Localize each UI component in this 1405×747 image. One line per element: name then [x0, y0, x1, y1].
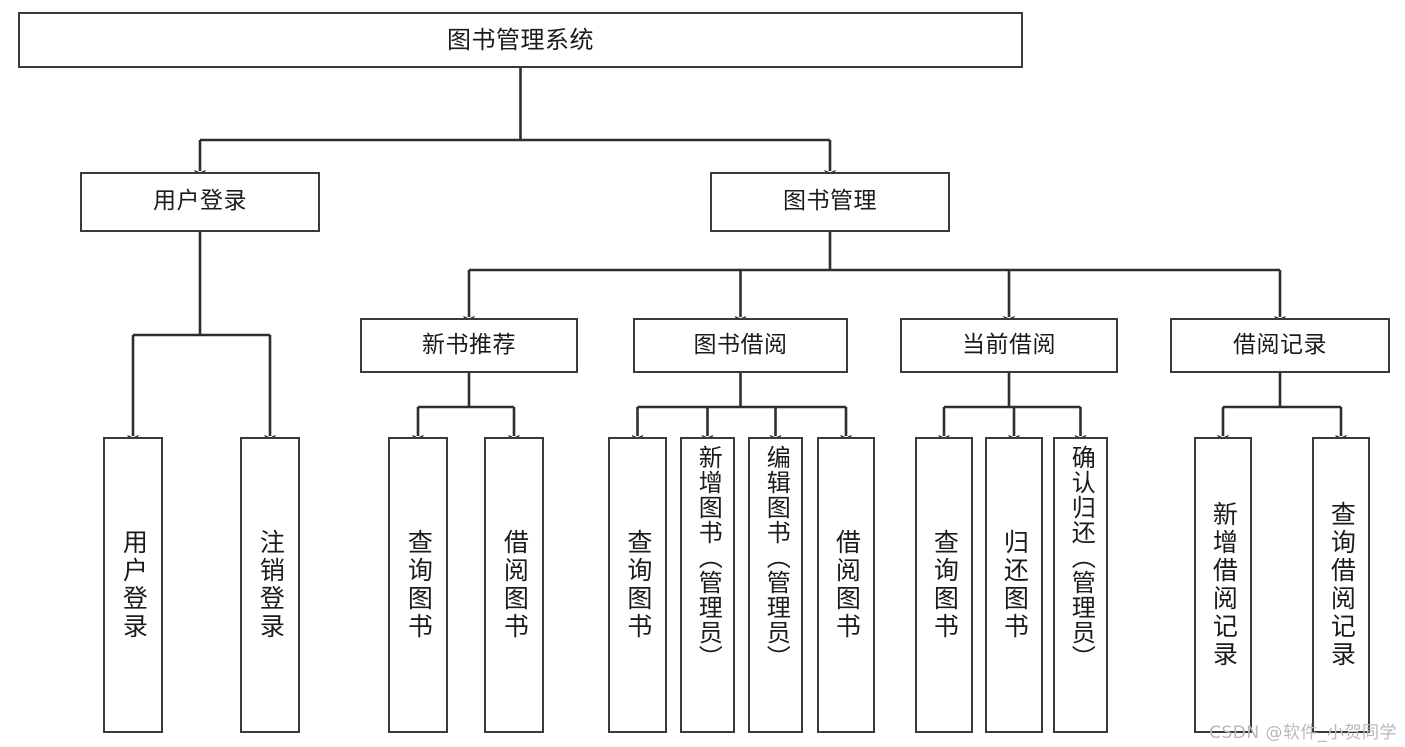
leaf-add-borrow-record[interactable]: 新增借阅记录: [1194, 437, 1252, 733]
node-book-borrow[interactable]: 图书借阅: [633, 318, 848, 373]
leaf-query-book-2[interactable]: 查询图书: [608, 437, 667, 733]
leaf-borrow-book-1[interactable]: 借阅图书: [484, 437, 544, 733]
leaf-add-borrow-record-label: 新增借阅记录: [1209, 501, 1239, 669]
node-current-borrow-label: 当前借阅: [962, 331, 1056, 358]
leaf-logout-label: 注销登录: [256, 529, 286, 641]
leaf-add-book-label: 新增图书（管理员）: [694, 445, 723, 670]
leaf-borrow-book-2[interactable]: 借阅图书: [817, 437, 875, 733]
node-new-book-recommendation[interactable]: 新书推荐: [360, 318, 578, 373]
node-borrow-record[interactable]: 借阅记录: [1170, 318, 1390, 373]
node-new-book-recommendation-label: 新书推荐: [422, 331, 516, 358]
leaf-query-book-3[interactable]: 查询图书: [915, 437, 973, 733]
leaf-query-book-1-label: 查询图书: [404, 529, 434, 641]
leaf-confirm-return[interactable]: 确认归还（管理员）: [1053, 437, 1108, 733]
leaf-add-book[interactable]: 新增图书（管理员）: [680, 437, 735, 733]
leaf-user-login-label: 用户登录: [119, 529, 149, 641]
node-root-label: 图书管理系统: [447, 25, 594, 54]
leaf-query-book-1[interactable]: 查询图书: [388, 437, 448, 733]
node-book-management[interactable]: 图书管理: [710, 172, 950, 232]
watermark: CSDN @软件_小贺同学: [1209, 723, 1397, 743]
leaf-edit-book-label: 编辑图书（管理员）: [762, 445, 791, 670]
leaf-logout[interactable]: 注销登录: [240, 437, 300, 733]
leaf-return-book-label: 归还图书: [1000, 529, 1030, 641]
node-book-management-label: 图书管理: [783, 188, 877, 215]
leaf-query-book-2-label: 查询图书: [623, 529, 653, 641]
node-book-borrow-label: 图书借阅: [693, 331, 788, 358]
leaf-edit-book[interactable]: 编辑图书（管理员）: [748, 437, 803, 733]
node-root[interactable]: 图书管理系统: [18, 12, 1023, 68]
leaf-borrow-book-2-label: 借阅图书: [832, 529, 862, 641]
leaf-confirm-return-label: 确认归还（管理员）: [1067, 445, 1096, 670]
node-user-login-label: 用户登录: [153, 188, 247, 215]
leaf-user-login[interactable]: 用户登录: [103, 437, 163, 733]
leaf-query-book-3-label: 查询图书: [930, 529, 960, 641]
node-borrow-record-label: 借阅记录: [1233, 331, 1327, 358]
leaf-borrow-book-1-label: 借阅图书: [500, 529, 530, 641]
node-current-borrow[interactable]: 当前借阅: [900, 318, 1118, 373]
leaf-query-borrow-record-label: 查询借阅记录: [1327, 501, 1357, 669]
leaf-query-borrow-record[interactable]: 查询借阅记录: [1312, 437, 1370, 733]
node-user-login[interactable]: 用户登录: [80, 172, 320, 232]
leaf-return-book[interactable]: 归还图书: [985, 437, 1043, 733]
